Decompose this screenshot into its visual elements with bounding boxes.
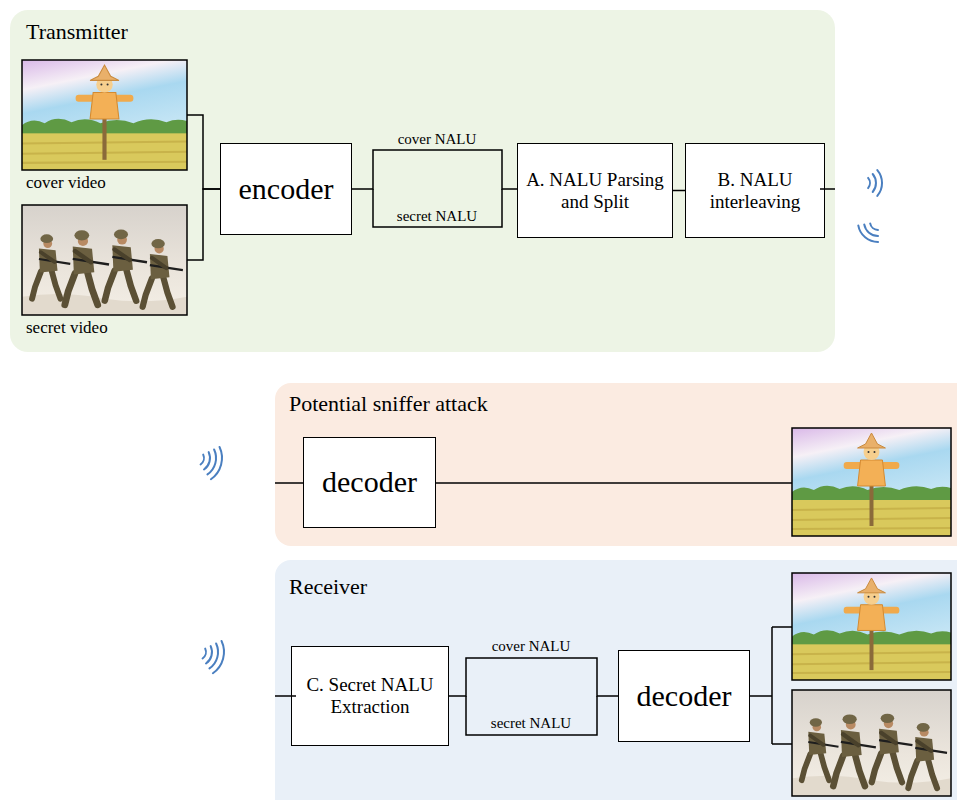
box-label: encoder: [234, 172, 339, 207]
output-wire: [820, 188, 835, 190]
process-box: decoder: [303, 437, 436, 528]
picture-border: [792, 428, 951, 536]
box-label: B. NALU interleaving: [686, 169, 824, 213]
nalu-split-wire: [373, 189, 502, 227]
output-wire: [750, 627, 792, 744]
box-label: C. Secret NALU Extraction: [292, 674, 448, 718]
wave-arc: [869, 223, 878, 231]
picture-border: [792, 573, 951, 680]
wireless-symbol: [200, 637, 228, 674]
process-box: encoder: [220, 143, 352, 235]
box-label: decoder: [317, 465, 422, 500]
process-box: A. NALU Parsing and Split: [517, 143, 673, 238]
picture-border: [792, 690, 951, 796]
wave-arc: [873, 174, 876, 192]
stream-label: secret NALU: [397, 208, 477, 225]
wave-arc: [206, 646, 214, 664]
stream-label: secret NALU: [491, 715, 571, 732]
output-wire: [436, 482, 792, 484]
connector: [673, 190, 685, 192]
received-cover-frame: [792, 573, 951, 680]
received-secret-frame: [792, 690, 951, 796]
stream-label: cover NALU: [492, 638, 571, 655]
wave-arc: [211, 447, 226, 481]
wireless-symbol: [868, 170, 882, 196]
stream-label: cover NALU: [398, 131, 477, 148]
process-box: decoder: [618, 650, 750, 742]
panel-title: Receiver: [289, 574, 367, 600]
process-box: C. Secret NALU Extraction: [291, 646, 449, 746]
wave-arc: [877, 170, 882, 196]
video-caption: secret video: [26, 318, 108, 338]
picture-border: [22, 205, 187, 315]
picture-border: [22, 60, 187, 170]
connector: [352, 150, 517, 189]
cover-video-frame: [22, 60, 187, 170]
input-wire: [275, 695, 296, 697]
process-box: B. NALU interleaving: [685, 143, 825, 238]
connector: [187, 189, 220, 260]
box-label: A. NALU Parsing and Split: [518, 169, 672, 213]
box-label: decoder: [632, 679, 737, 714]
input-wire: [275, 482, 303, 484]
wave-arc: [868, 178, 870, 188]
wireless-symbol: [198, 443, 226, 480]
wireless-symbol: [855, 218, 884, 245]
wave-arc: [201, 455, 205, 465]
wave-arc: [213, 641, 228, 675]
panel-title: Potential sniffer attack: [289, 391, 488, 417]
panel-title: Transmitter: [26, 19, 128, 45]
sniffed-video-frame: [792, 428, 951, 536]
wave-arc: [203, 649, 207, 659]
secret-video-frame: [22, 205, 187, 315]
connector: [449, 658, 618, 696]
wave-arc: [204, 452, 212, 470]
connector: [187, 115, 220, 189]
wave-arc: [855, 225, 878, 245]
video-caption: cover video: [26, 173, 106, 193]
nalu-split-wire: [466, 696, 597, 735]
